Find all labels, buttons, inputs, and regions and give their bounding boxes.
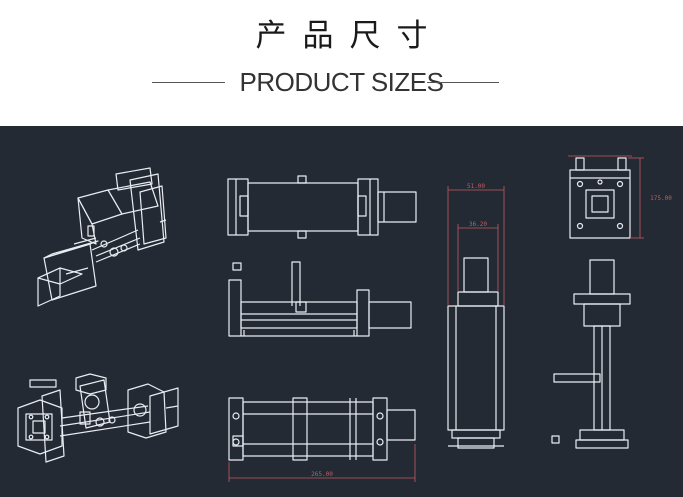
dimension-lines <box>228 155 644 482</box>
dimension-labels: 51.00 36.20 175.00 265.00 <box>311 183 672 478</box>
dimension-length: 265.00 <box>311 471 333 478</box>
dimension-plate-outer: 51.00 <box>467 183 485 190</box>
side-view-middle <box>228 261 412 337</box>
dimension-overall-height: 175.00 <box>650 195 672 202</box>
side-elevation-view <box>551 259 631 449</box>
page-title: 产品尺寸 <box>255 18 444 54</box>
technical-drawing: 51.00 36.20 175.00 265.00 <box>0 126 683 497</box>
title-rule-left <box>152 82 225 83</box>
isometric-view-top <box>37 167 167 307</box>
drawing-canvas: 51.00 36.20 175.00 265.00 <box>17 155 672 482</box>
dimension-plate-inner: 36.20 <box>469 221 487 228</box>
header: 产品尺寸 PRODUCT SIZES <box>0 0 683 126</box>
side-view-top <box>227 175 417 239</box>
isometric-view-bottom <box>17 373 179 463</box>
page-subtitle: PRODUCT SIZES <box>239 67 444 97</box>
top-view <box>228 397 416 461</box>
end-view <box>569 157 631 239</box>
title-rule-right <box>427 82 499 83</box>
front-view <box>447 257 505 449</box>
